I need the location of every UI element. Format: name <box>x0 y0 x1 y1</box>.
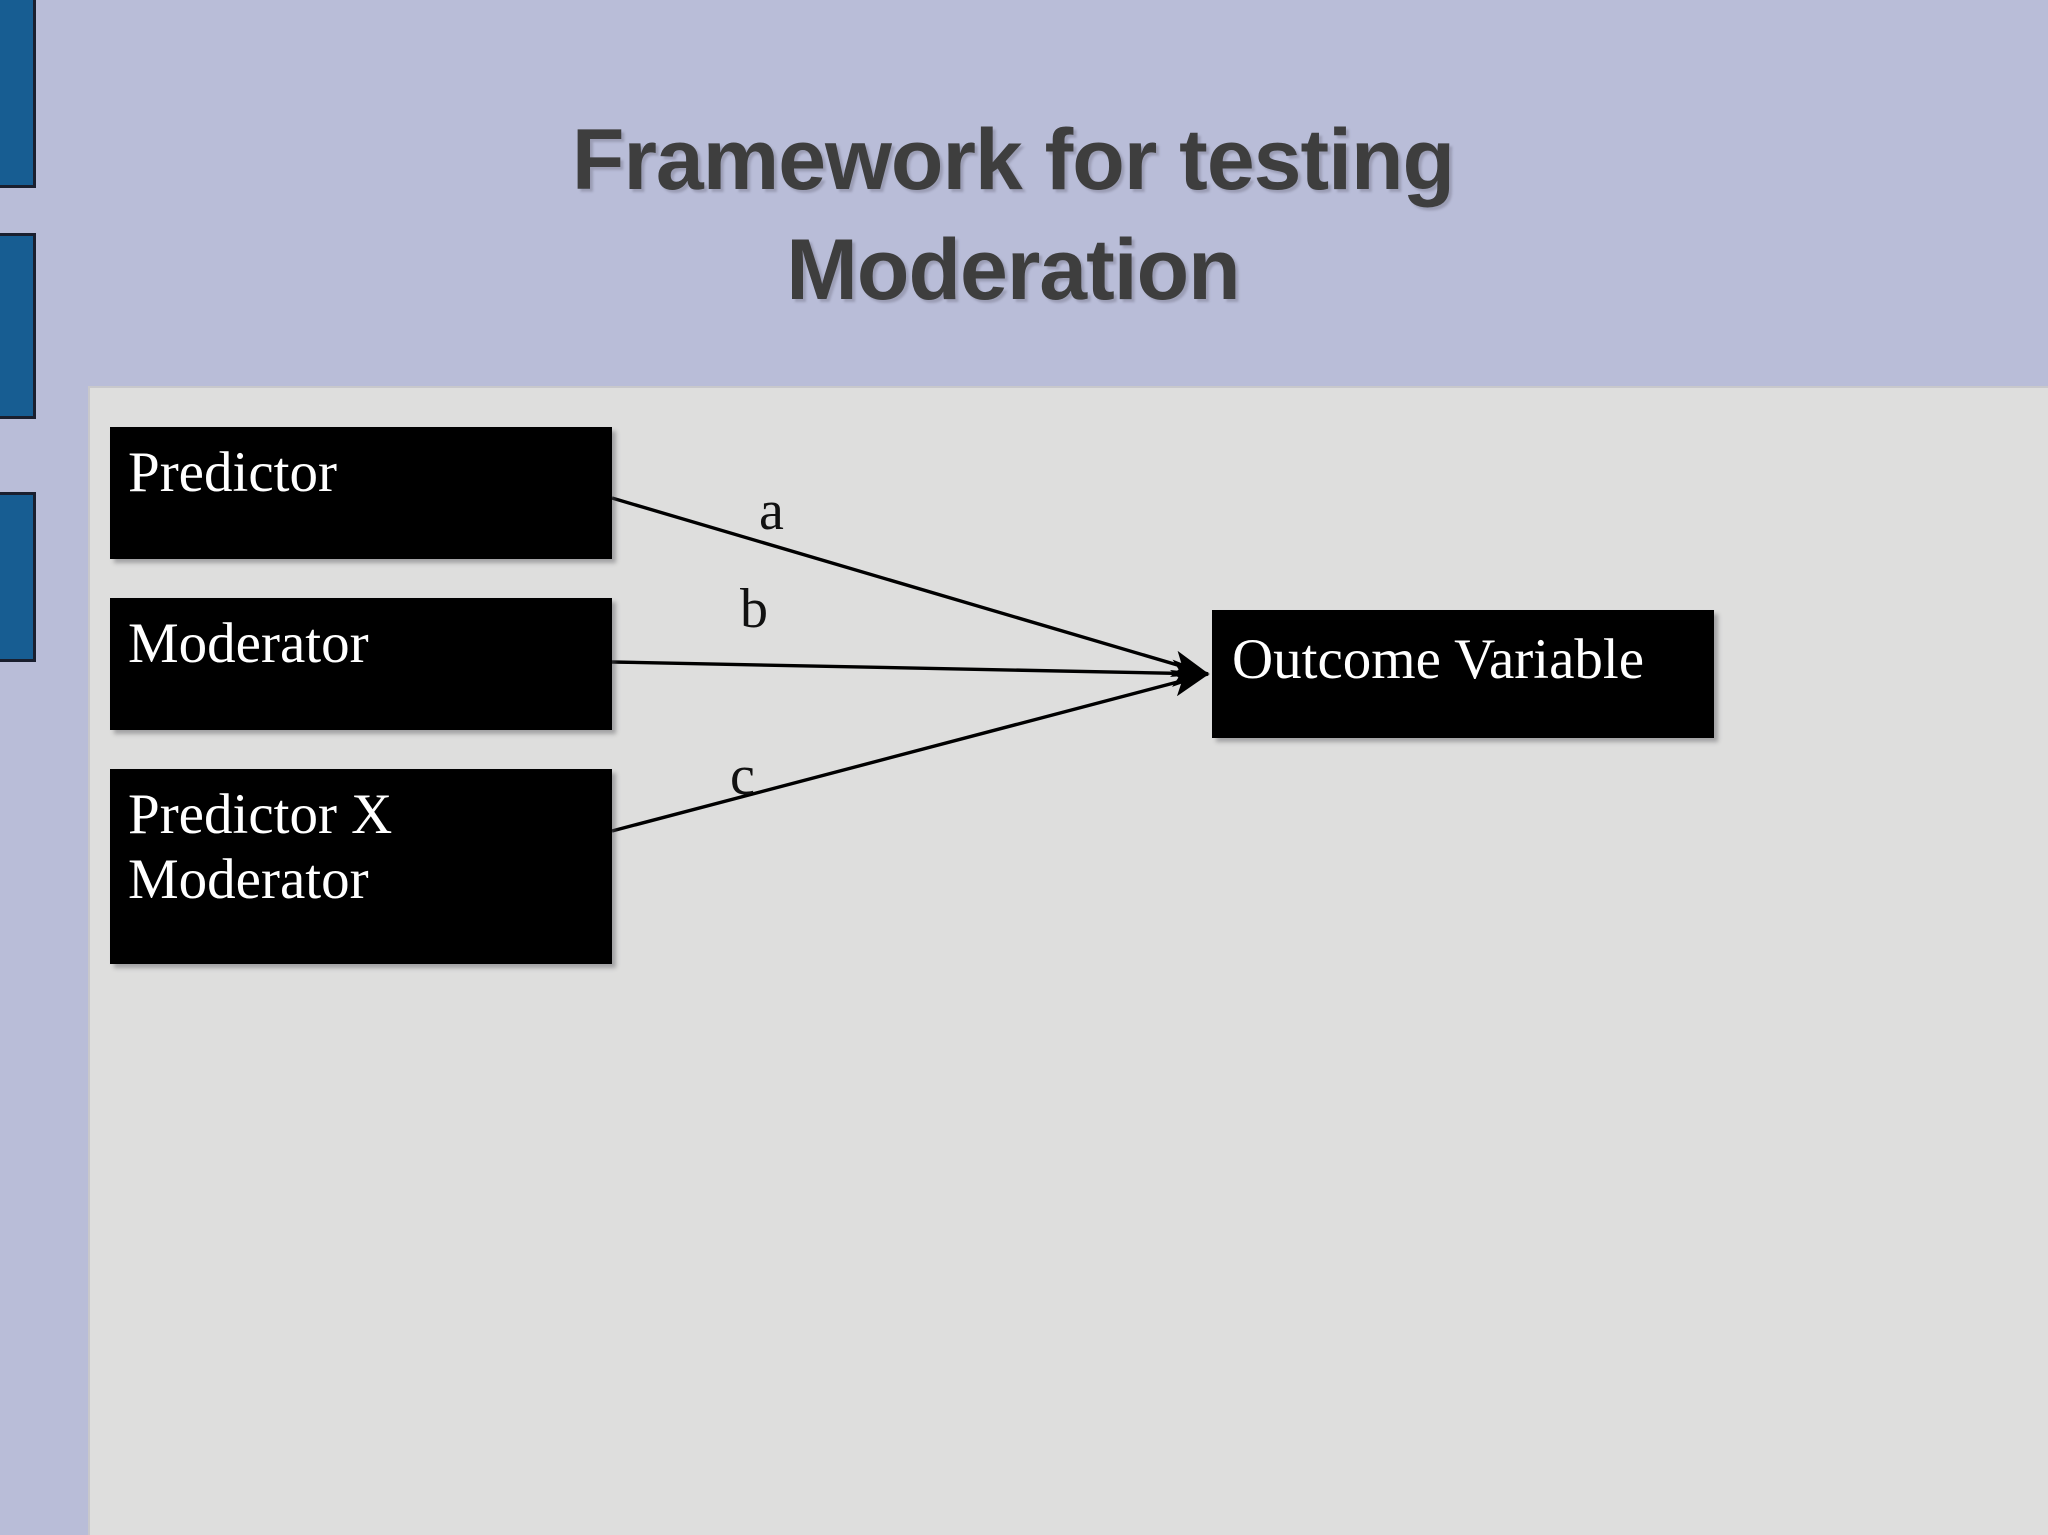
node-predictor-x-moderator[interactable]: Predictor X Moderator <box>110 769 612 964</box>
sidebar-decor-block-3 <box>0 492 36 662</box>
node-predictor[interactable]: Predictor <box>110 427 612 559</box>
path-label-a: a <box>759 480 784 542</box>
moderation-path-diagram: Predictor Moderator Predictor X Moderato… <box>90 388 2048 1535</box>
path-arrow-c <box>611 669 1210 833</box>
node-moderator-label: Moderator <box>128 612 369 675</box>
path-arrow-b <box>611 659 1210 687</box>
path-label-c: c <box>730 745 755 807</box>
sidebar-decor-block-2 <box>0 233 36 419</box>
content-panel: Predictor Moderator Predictor X Moderato… <box>88 386 2048 1535</box>
sidebar-decor-block-1 <box>0 0 36 188</box>
title-area: Framework for testing Moderation <box>88 105 1938 325</box>
node-moderator[interactable]: Moderator <box>110 598 612 730</box>
node-predictor-label: Predictor <box>128 441 337 504</box>
node-outcome-variable[interactable]: Outcome Variable <box>1212 610 1714 738</box>
node-predictor-x-moderator-label: Predictor X Moderator <box>128 783 393 911</box>
path-label-b: b <box>740 578 768 640</box>
path-arrow-a <box>611 496 1210 677</box>
node-outcome-variable-label: Outcome Variable <box>1232 628 1645 691</box>
page-title: Framework for testing Moderation <box>571 112 1455 319</box>
